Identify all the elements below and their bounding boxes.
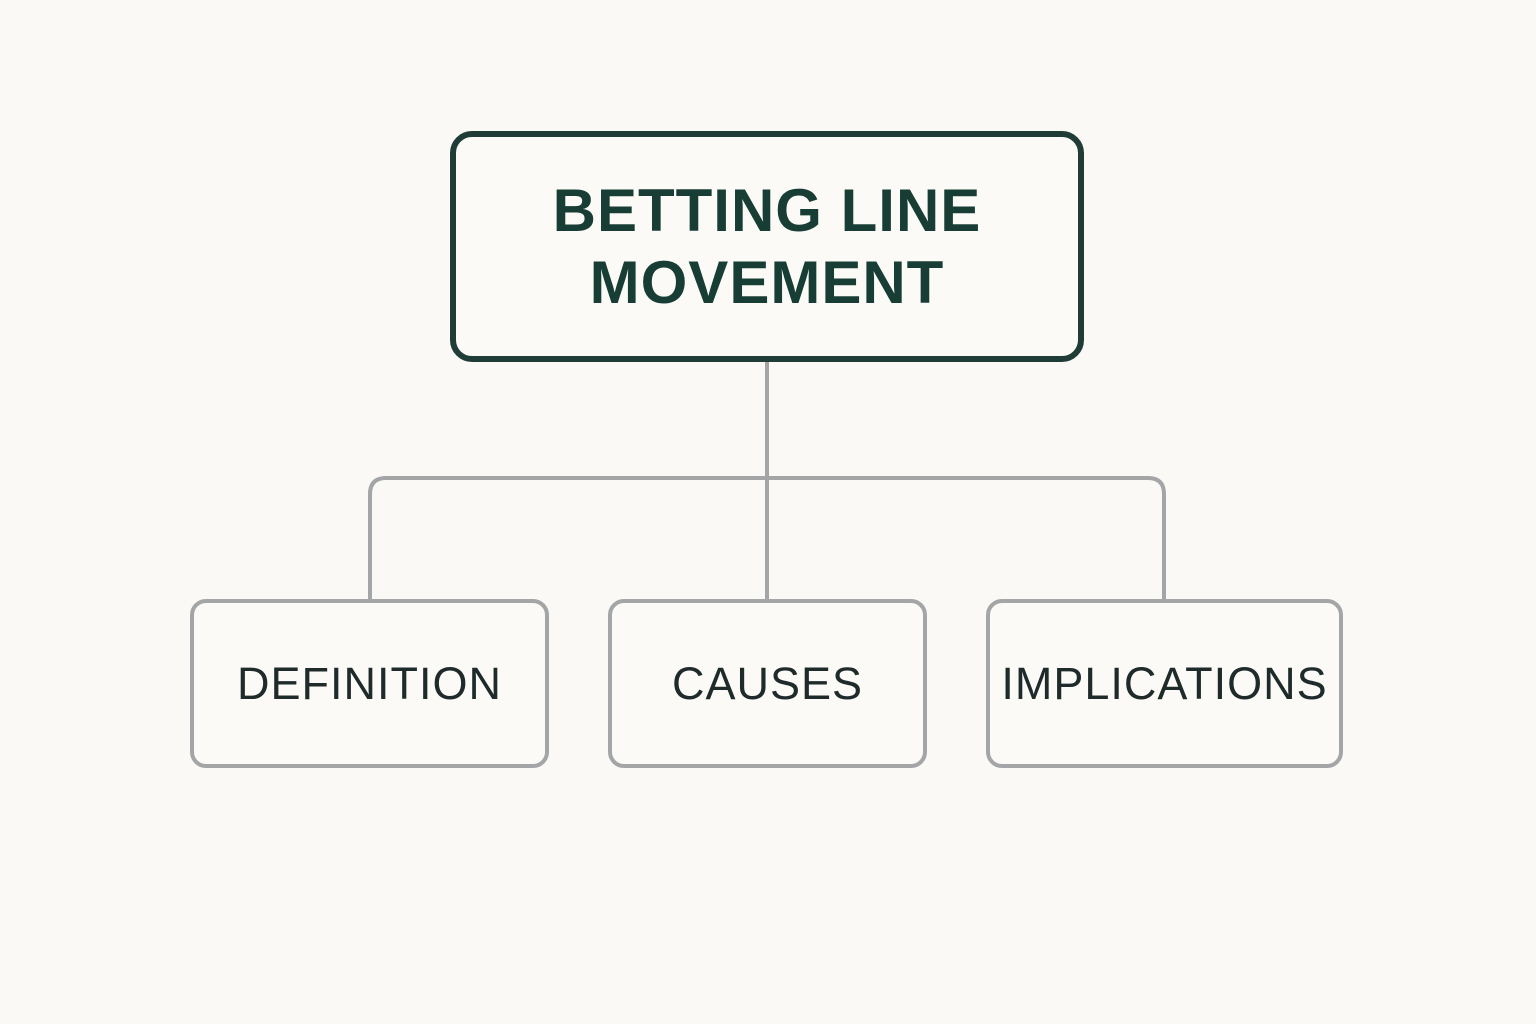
child-node-causes: CAUSES (608, 599, 927, 768)
child-node-label-implications: IMPLICATIONS (1001, 657, 1328, 709)
child-node-label-causes: CAUSES (671, 657, 864, 709)
child-node-implications: IMPLICATIONS (986, 599, 1343, 768)
root-node: BETTING LINE MOVEMENT (450, 131, 1084, 362)
root-node-label: BETTING LINE MOVEMENT (552, 176, 982, 316)
branch-connector (368, 476, 1166, 600)
child-node-label-definition: DEFINITION (237, 657, 502, 709)
child-node-definition: DEFINITION (190, 599, 549, 768)
